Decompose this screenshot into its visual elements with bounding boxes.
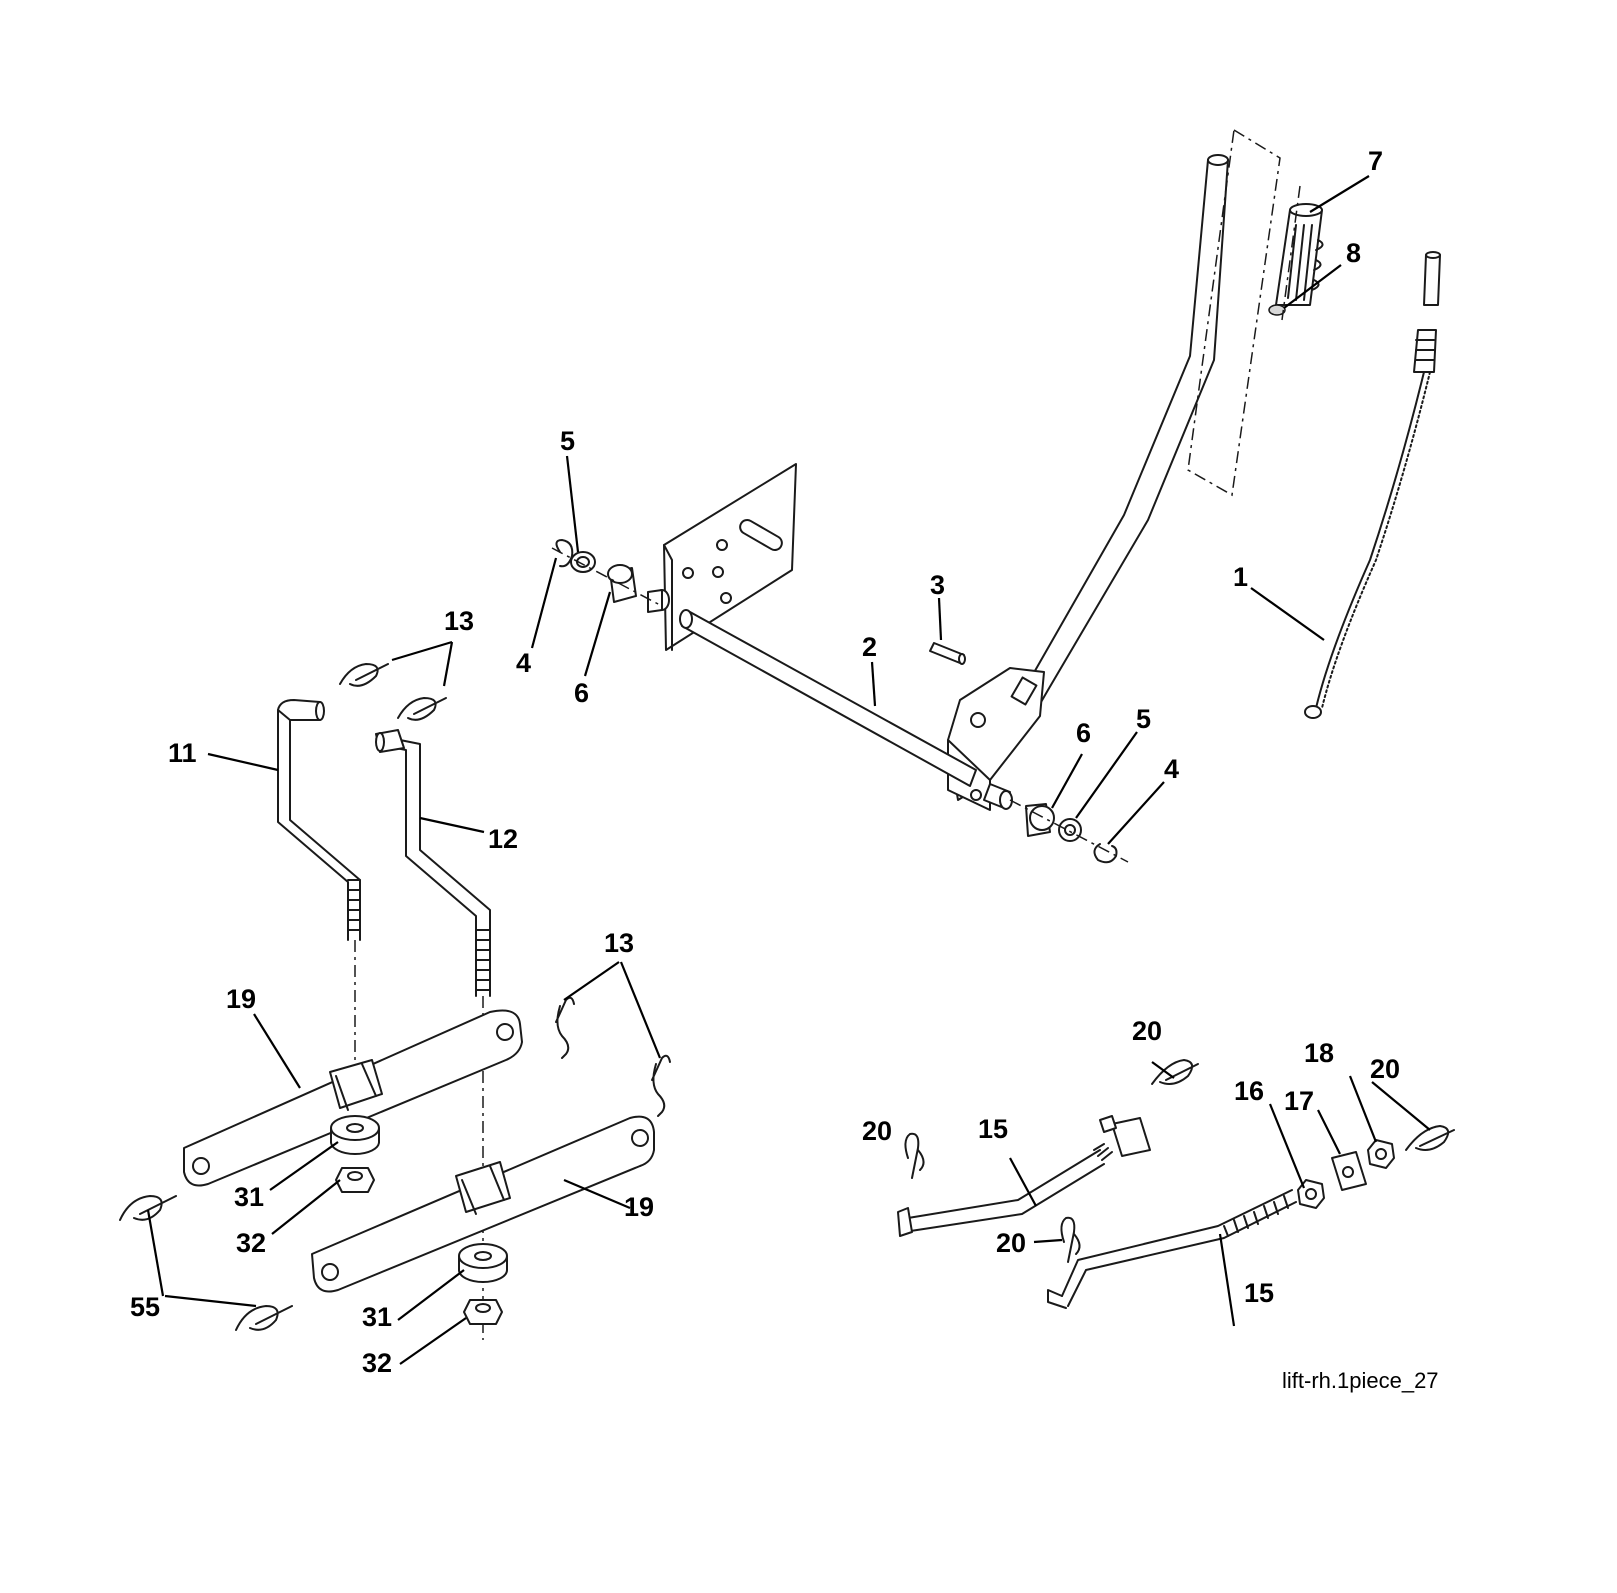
clip-right (1093, 843, 1118, 864)
bushing-31b (458, 1243, 508, 1283)
adjust-rod-lower (1047, 1189, 1297, 1309)
adjust-rod-upper (897, 1115, 1151, 1237)
callout-19-lower: 19 (624, 1192, 654, 1222)
callout-6-left: 6 (574, 678, 589, 708)
callout-16: 16 (1234, 1076, 1264, 1106)
callout-12: 12 (488, 824, 518, 854)
trunnion-17 (1331, 1151, 1367, 1191)
hairpin-clip-20b (1151, 1059, 1199, 1085)
callout-6-right: 6 (1076, 718, 1091, 748)
grip-phantom-outline (1187, 128, 1281, 497)
callout-7: 7 (1368, 146, 1383, 176)
callout-15-upper: 15 (978, 1114, 1008, 1144)
nut-32a (335, 1167, 375, 1193)
callout-18: 18 (1304, 1038, 1334, 1068)
lift-arm-upper (183, 1009, 523, 1187)
bushing-31a (330, 1115, 380, 1155)
hairpin-clip-55b (235, 1305, 293, 1331)
callout-31-lower: 31 (362, 1302, 392, 1332)
handle-grip (1275, 203, 1324, 306)
callout-2: 2 (862, 632, 877, 662)
callout-13-upper: 13 (444, 606, 474, 636)
callout-20-upper-mid: 20 (1132, 1016, 1162, 1046)
callout-5-left: 5 (560, 426, 575, 456)
callout-4-right: 4 (1164, 754, 1179, 784)
callout-19-upper: 19 (226, 984, 256, 1014)
bushing-right (1025, 803, 1055, 837)
hairpin-clip-20a (904, 1132, 925, 1179)
nut-32b (463, 1299, 503, 1325)
callout-55: 55 (130, 1292, 160, 1322)
callout-8: 8 (1346, 238, 1361, 268)
callout-31-upper: 31 (234, 1182, 264, 1212)
callout-13-lower: 13 (604, 928, 634, 958)
callout-3: 3 (930, 570, 945, 600)
lift-link-12 (375, 729, 491, 997)
mounting-plate (663, 463, 797, 651)
callout-20-lower: 20 (996, 1228, 1026, 1258)
callout-5-right: 5 (1136, 704, 1151, 734)
washer-left (570, 551, 596, 573)
nut-18 (1367, 1139, 1395, 1169)
callout-11: 11 (168, 738, 197, 768)
lift-shaft (681, 611, 977, 787)
hairpin-clip-13d (651, 1054, 671, 1117)
callout-32-lower: 32 (362, 1348, 392, 1378)
callout-4-left: 4 (516, 648, 531, 678)
callout-labels: 1 2 3 4 5 6 6 5 4 7 8 11 12 13 13 19 19 … (130, 146, 1400, 1378)
hairpin-clip-13a (339, 663, 389, 687)
leader-lines (146, 175, 1431, 1365)
clip-left (555, 539, 574, 568)
hairpin-clip-13c (555, 996, 575, 1059)
hairpin-clip-20d (1060, 1216, 1081, 1263)
hairpin-clip-13b (397, 697, 447, 721)
shaft-end-left (647, 589, 670, 613)
callout-15-lower: 15 (1244, 1278, 1274, 1308)
lift-cable (1304, 251, 1441, 719)
lift-handle (947, 154, 1229, 811)
hairpin-clip-20c (1405, 1125, 1455, 1151)
shaft-end-right (983, 783, 1013, 810)
washer-right (1058, 818, 1082, 842)
callout-17: 17 (1284, 1086, 1314, 1116)
drawing-reference: lift-rh.1piece_27 (1282, 1368, 1439, 1393)
lift-link-11 (277, 699, 361, 941)
lift-arm-lower (311, 1115, 655, 1293)
hairpin-clip-55a (119, 1195, 177, 1221)
roll-pin (929, 642, 966, 665)
callout-20-right: 20 (1370, 1054, 1400, 1084)
callout-1: 1 (1233, 562, 1248, 592)
callout-20-left: 20 (862, 1116, 892, 1146)
spring-pin (1268, 304, 1286, 316)
bushing-left (607, 564, 637, 603)
callout-32-upper: 32 (236, 1228, 266, 1258)
